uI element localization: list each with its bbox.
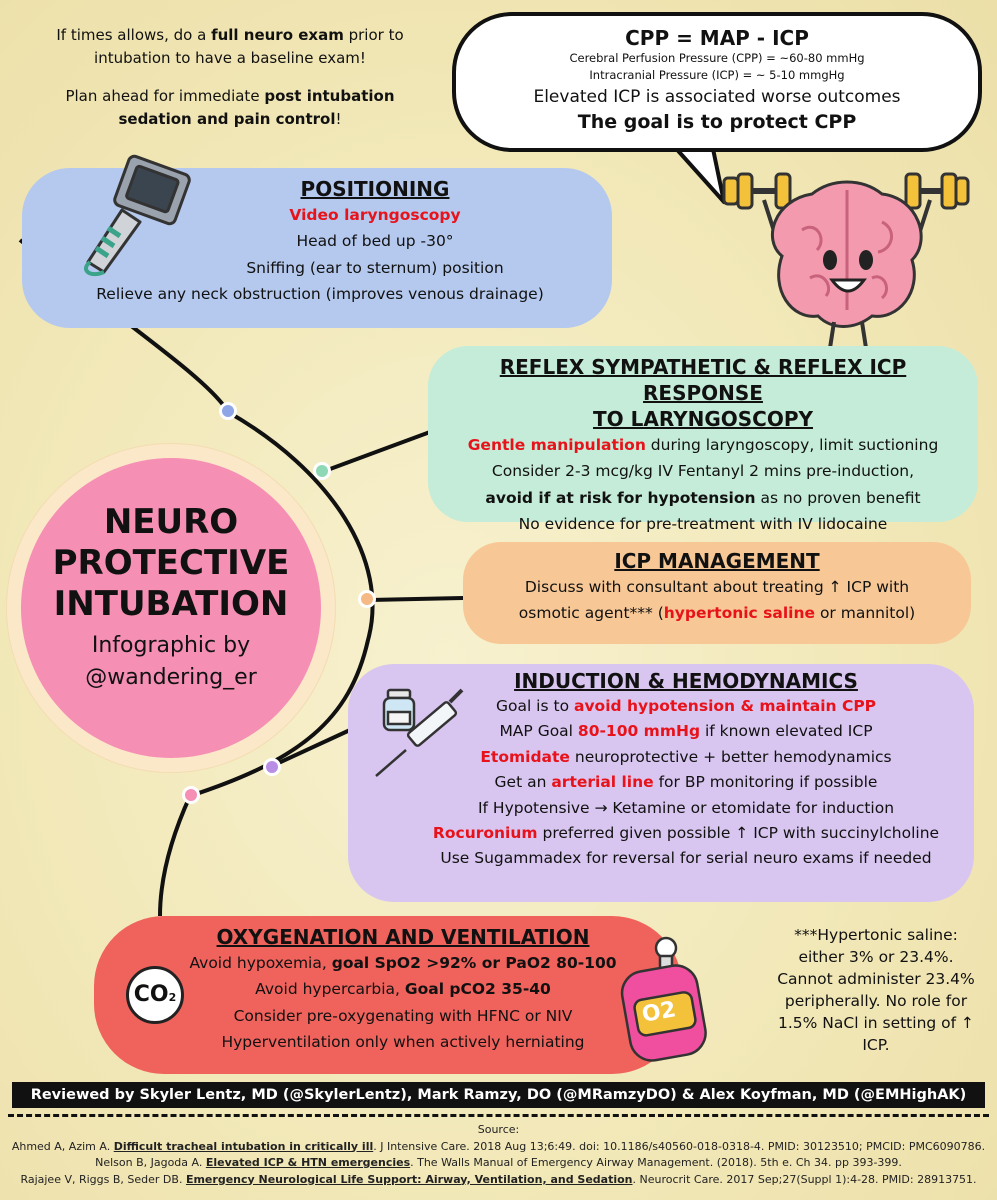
reflex-title-line2: TO LARYNGOSCOPY	[593, 407, 813, 431]
hub-title: NEURO PROTECTIVE INTUBATION	[52, 502, 290, 624]
reviewed-by-bar: Reviewed by Skyler Lentz, MD (@SkylerLen…	[12, 1082, 985, 1108]
icp-range: Intracranial Pressure (ICP) = ~ 5-10 mmg…	[589, 67, 845, 82]
laryngoscope-icon	[84, 154, 191, 277]
icp-management-card: ICP MANAGEMENT Discuss with consultant a…	[463, 542, 971, 644]
cpp-range: Cerebral Perfusion Pressure (CPP) = ~60-…	[569, 51, 865, 65]
induction-line-map: MAP Goal 80-100 mmHg if known elevated I…	[499, 722, 873, 741]
sources-section: Source: Ahmed A, Azim A. Difficult trach…	[0, 1122, 997, 1188]
reflex-line-hypotension: avoid if at risk for hypotension as no p…	[485, 488, 921, 507]
pre-intubation-note: If times allows, do a full neuro exam pr…	[56, 26, 404, 128]
source-ref-1: Ahmed A, Azim A. Difficult tracheal intu…	[11, 1139, 986, 1153]
reflex-response-card: REFLEX SYMPATHETIC & REFLEX ICP RESPONSE…	[428, 346, 978, 533]
reflex-line-fentanyl: Consider 2-3 mcg/kg IV Fentanyl 2 mins p…	[491, 462, 915, 481]
positioning-title: POSITIONING	[300, 177, 450, 201]
dashed-divider	[8, 1114, 989, 1117]
connector-dot-reflex	[313, 462, 331, 480]
hypertonic-saline-note: ***Hypertonic saline: either 3% or 23.4%…	[777, 926, 975, 1054]
icp-line-osmotic: osmotic agent*** (hypertonic saline or m…	[518, 604, 916, 623]
oxygenation-card: OXYGENATION AND VENTILATION Avoid hypoxe…	[94, 916, 682, 1074]
icp-line-consultant: Discuss with consultant about treating ↑…	[524, 578, 910, 596]
oxygen-line-hyperventilation: Hyperventilation only when actively hern…	[221, 1033, 585, 1052]
connector-dot-induction	[263, 758, 281, 776]
oxygen-title: OXYGENATION AND VENTILATION	[216, 925, 590, 949]
positioning-line-sniffing: Sniffing (ear to sternum) position	[246, 258, 504, 277]
induction-line-goal: Goal is to avoid hypotension & maintain …	[495, 697, 877, 715]
reflex-line-lidocaine: No evidence for pre-treatment with IV li…	[518, 515, 888, 534]
cpp-formula: CPP = MAP - ICP	[625, 26, 809, 50]
induction-line-sugammadex: Use Sugammadex for reversal for serial n…	[440, 849, 932, 868]
induction-line-etomidate: Etomidate neuroprotective + better hemod…	[480, 747, 892, 766]
positioning-line-head: Head of bed up -30°	[296, 232, 454, 251]
oxygen-line-hypoxemia: Avoid hypoxemia, goal SpO2 >92% or PaO2 …	[189, 954, 617, 972]
hub-byline: Infographic by @wandering_er	[85, 633, 257, 691]
positioning-line-video: Video laryngoscopy	[289, 206, 461, 224]
oxygen-line-preoxygenating: Consider pre-oxygenating with HFNC or NI…	[233, 1006, 573, 1025]
syringe-vial-icon	[375, 688, 464, 777]
reflex-title-line1: REFLEX SYMPATHETIC & REFLEX ICP RESPONSE	[499, 355, 907, 405]
induction-card: INDUCTION & HEMODYNAMICS Goal is to avoi…	[348, 664, 974, 902]
connector-dot-positioning	[219, 402, 237, 420]
induction-title: INDUCTION & HEMODYNAMICS	[514, 669, 858, 693]
source-label: Source:	[477, 1123, 520, 1136]
induction-line-arterial: Get an arterial line for BP monitoring i…	[494, 773, 878, 792]
induction-line-hypotensive: If Hypotensive → Ketamine or etomidate f…	[477, 798, 895, 817]
connector-dot-icp	[358, 590, 376, 608]
oxygen-tank-icon: O2	[610, 934, 710, 1064]
elevated-icp-text: Elevated ICP is associated worse outcome…	[533, 87, 901, 108]
positioning-line-neck: Relieve any neck obstruction (improves v…	[96, 285, 544, 304]
connector-dot-oxygen	[182, 786, 200, 804]
cpp-goal: The goal is to protect CPP	[577, 111, 857, 134]
brain-dumbbell-icon	[722, 172, 970, 349]
source-ref-3: Rajajee V, Riggs B, Seder DB. Emergency …	[20, 1172, 977, 1186]
hub-circle: NEURO PROTECTIVE INTUBATION Infographic …	[21, 458, 321, 758]
oxygen-line-hypercarbia: Avoid hypercarbia, Goal pCO2 35-40	[255, 980, 551, 999]
cpp-speech-bubble: CPP = MAP - ICP Cerebral Perfusion Press…	[452, 12, 982, 152]
reflex-line-gentle: Gentle manipulation during laryngoscopy,…	[467, 436, 939, 454]
co2-icon: CO2	[126, 966, 184, 1024]
icp-title: ICP MANAGEMENT	[614, 549, 820, 573]
source-ref-2: Nelson B, Jagoda A. Elevated ICP & HTN e…	[95, 1156, 902, 1169]
induction-line-rocuronium: Rocuronium preferred given possible ↑ IC…	[432, 824, 940, 843]
